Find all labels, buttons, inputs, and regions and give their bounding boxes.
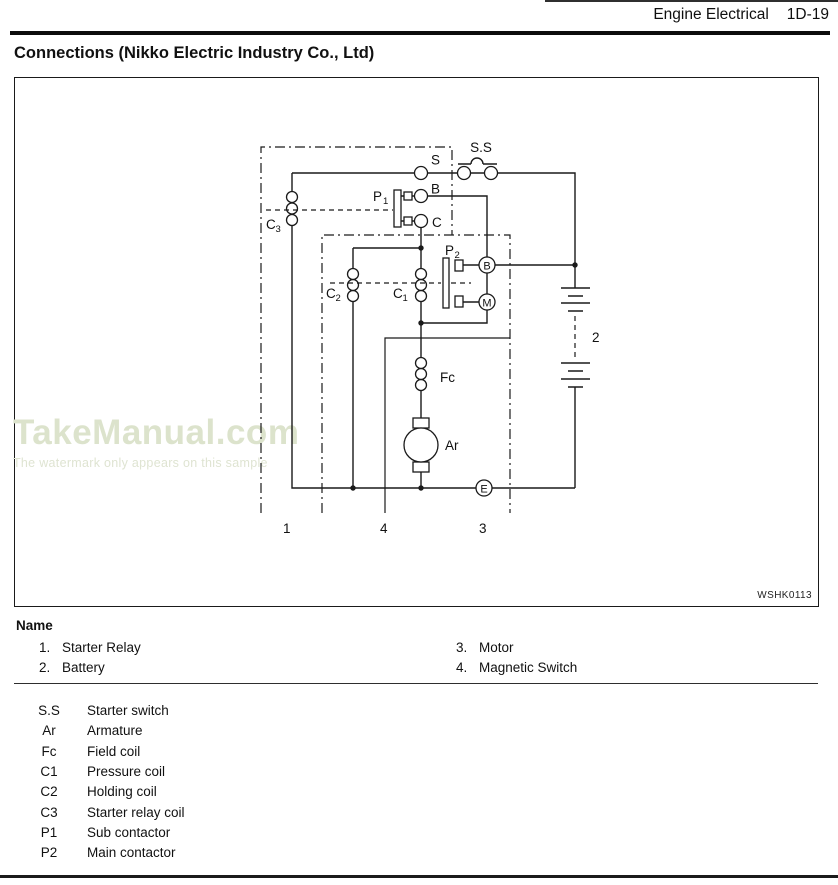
- coil-c1: [414, 267, 428, 303]
- svg-text:2: 2: [455, 250, 460, 261]
- label-ss: S.S: [470, 140, 492, 155]
- label-s: S: [431, 153, 440, 168]
- svg-text:C: C: [326, 286, 336, 301]
- coil-c2: [346, 267, 360, 303]
- svg-text:C: C: [393, 286, 403, 301]
- watermark-subtext: The watermark only appears on this sampl…: [13, 456, 268, 470]
- name-item-3: 3. Motor: [456, 640, 514, 655]
- label-c3: C 3: [266, 217, 281, 235]
- wires: [291, 163, 576, 489]
- page-top-edge: [545, 0, 838, 2]
- page-title: Connections (Nikko Electric Industry Co.…: [14, 44, 375, 62]
- contactor-p2: [442, 257, 464, 309]
- label-c1: C 1: [393, 286, 408, 304]
- contactor-p1: [393, 189, 413, 228]
- legend-desc: Pressure coil: [87, 764, 166, 779]
- legend-row: Ar Armature: [28, 723, 143, 738]
- name-item-number: 3.: [456, 640, 468, 655]
- svg-text:C: C: [266, 217, 276, 232]
- terminal-s: [413, 165, 429, 181]
- svg-text:P: P: [445, 243, 454, 258]
- legend-desc: Starter relay coil: [87, 805, 185, 820]
- label-magnetic-switch-number: 4: [380, 521, 388, 536]
- svg-text:E: E: [480, 484, 487, 496]
- armature-symbol: [403, 417, 439, 473]
- name-item-number: 1.: [39, 640, 51, 655]
- label-motor-number: 3: [479, 521, 487, 536]
- legend-abbr: C3: [40, 805, 58, 820]
- terminal-c: [413, 213, 429, 229]
- name-item-label: Motor: [479, 640, 514, 655]
- svg-text:P: P: [373, 189, 382, 204]
- legend-desc: Field coil: [87, 744, 141, 759]
- legend-abbr: Fc: [41, 744, 57, 759]
- terminal-e: E: [475, 479, 493, 497]
- legend-desc: Main contactor: [87, 845, 176, 860]
- label-c2: C 2: [326, 286, 341, 304]
- legend-row: P1 Sub contactor: [28, 825, 171, 840]
- terminal-m: M: [478, 293, 496, 311]
- magnetic-switch-boundary: [321, 234, 511, 513]
- legend-row: C3 Starter relay coil: [28, 805, 185, 820]
- starter-relay-boundary: [260, 146, 453, 513]
- junction-dots: [350, 245, 578, 491]
- label-c: C: [432, 215, 442, 230]
- legend-abbr: C2: [40, 784, 58, 799]
- name-item-number: 4.: [456, 660, 468, 675]
- header-rule: [10, 31, 830, 35]
- label-battery-number: 2: [592, 330, 600, 345]
- name-item-label: Battery: [62, 660, 105, 675]
- legend-row: C1 Pressure coil: [28, 764, 165, 779]
- svg-text:B: B: [483, 261, 490, 273]
- legend-row: C2 Holding coil: [28, 784, 157, 799]
- page-header: Engine Electrical 1D-19: [653, 6, 829, 24]
- legend-row: S.S Starter switch: [28, 703, 169, 718]
- label-p1: P 1: [373, 189, 388, 207]
- legend-abbr: P2: [40, 845, 58, 860]
- legend-abbr: S.S: [38, 703, 60, 718]
- name-item-4: 4. Magnetic Switch: [456, 660, 577, 675]
- name-item-label: Magnetic Switch: [479, 660, 578, 675]
- terminal-b-main: B: [478, 256, 496, 274]
- legend-abbr: P1: [40, 825, 58, 840]
- starter-switch-symbol: [456, 157, 499, 181]
- svg-text:1: 1: [383, 196, 388, 207]
- motor-boundary: [384, 337, 510, 513]
- name-item-label: Starter Relay: [62, 640, 141, 655]
- name-item-2: 2. Battery: [39, 660, 105, 675]
- header-page-number: 1D-19: [786, 6, 829, 23]
- label-ar: Ar: [445, 438, 459, 453]
- legend-desc: Armature: [87, 723, 143, 738]
- label-starter-relay-number: 1: [283, 521, 291, 536]
- diagram-frame: [14, 77, 819, 607]
- terminal-b: [413, 188, 429, 204]
- legend-abbr: Ar: [42, 723, 56, 738]
- legend-desc: Sub contactor: [87, 825, 171, 840]
- header-section-title: Engine Electrical: [653, 6, 769, 23]
- watermark-text: TakeManual.com: [13, 413, 300, 452]
- coil-fc: [414, 356, 428, 392]
- svg-text:3: 3: [276, 224, 281, 235]
- label-b: B: [431, 182, 440, 197]
- svg-text:2: 2: [336, 293, 341, 304]
- label-p2: P 2: [445, 243, 460, 261]
- label-fc: Fc: [440, 370, 455, 385]
- battery-symbol: [561, 287, 590, 388]
- figure-code: WSHK0113: [757, 590, 812, 601]
- legend-desc: Starter switch: [87, 703, 169, 718]
- legend-desc: Holding coil: [87, 784, 157, 799]
- page-bottom-rule: [0, 875, 838, 878]
- coil-c3: [285, 190, 299, 227]
- svg-text:1: 1: [403, 293, 408, 304]
- name-section-title: Name: [16, 618, 53, 633]
- section-divider: [14, 683, 818, 685]
- legend-row: Fc Field coil: [28, 744, 141, 759]
- svg-text:M: M: [482, 298, 491, 310]
- name-item-1: 1. Starter Relay: [39, 640, 141, 655]
- legend-row: P2 Main contactor: [28, 845, 176, 860]
- legend-abbr: C1: [40, 764, 58, 779]
- name-item-number: 2.: [39, 660, 51, 675]
